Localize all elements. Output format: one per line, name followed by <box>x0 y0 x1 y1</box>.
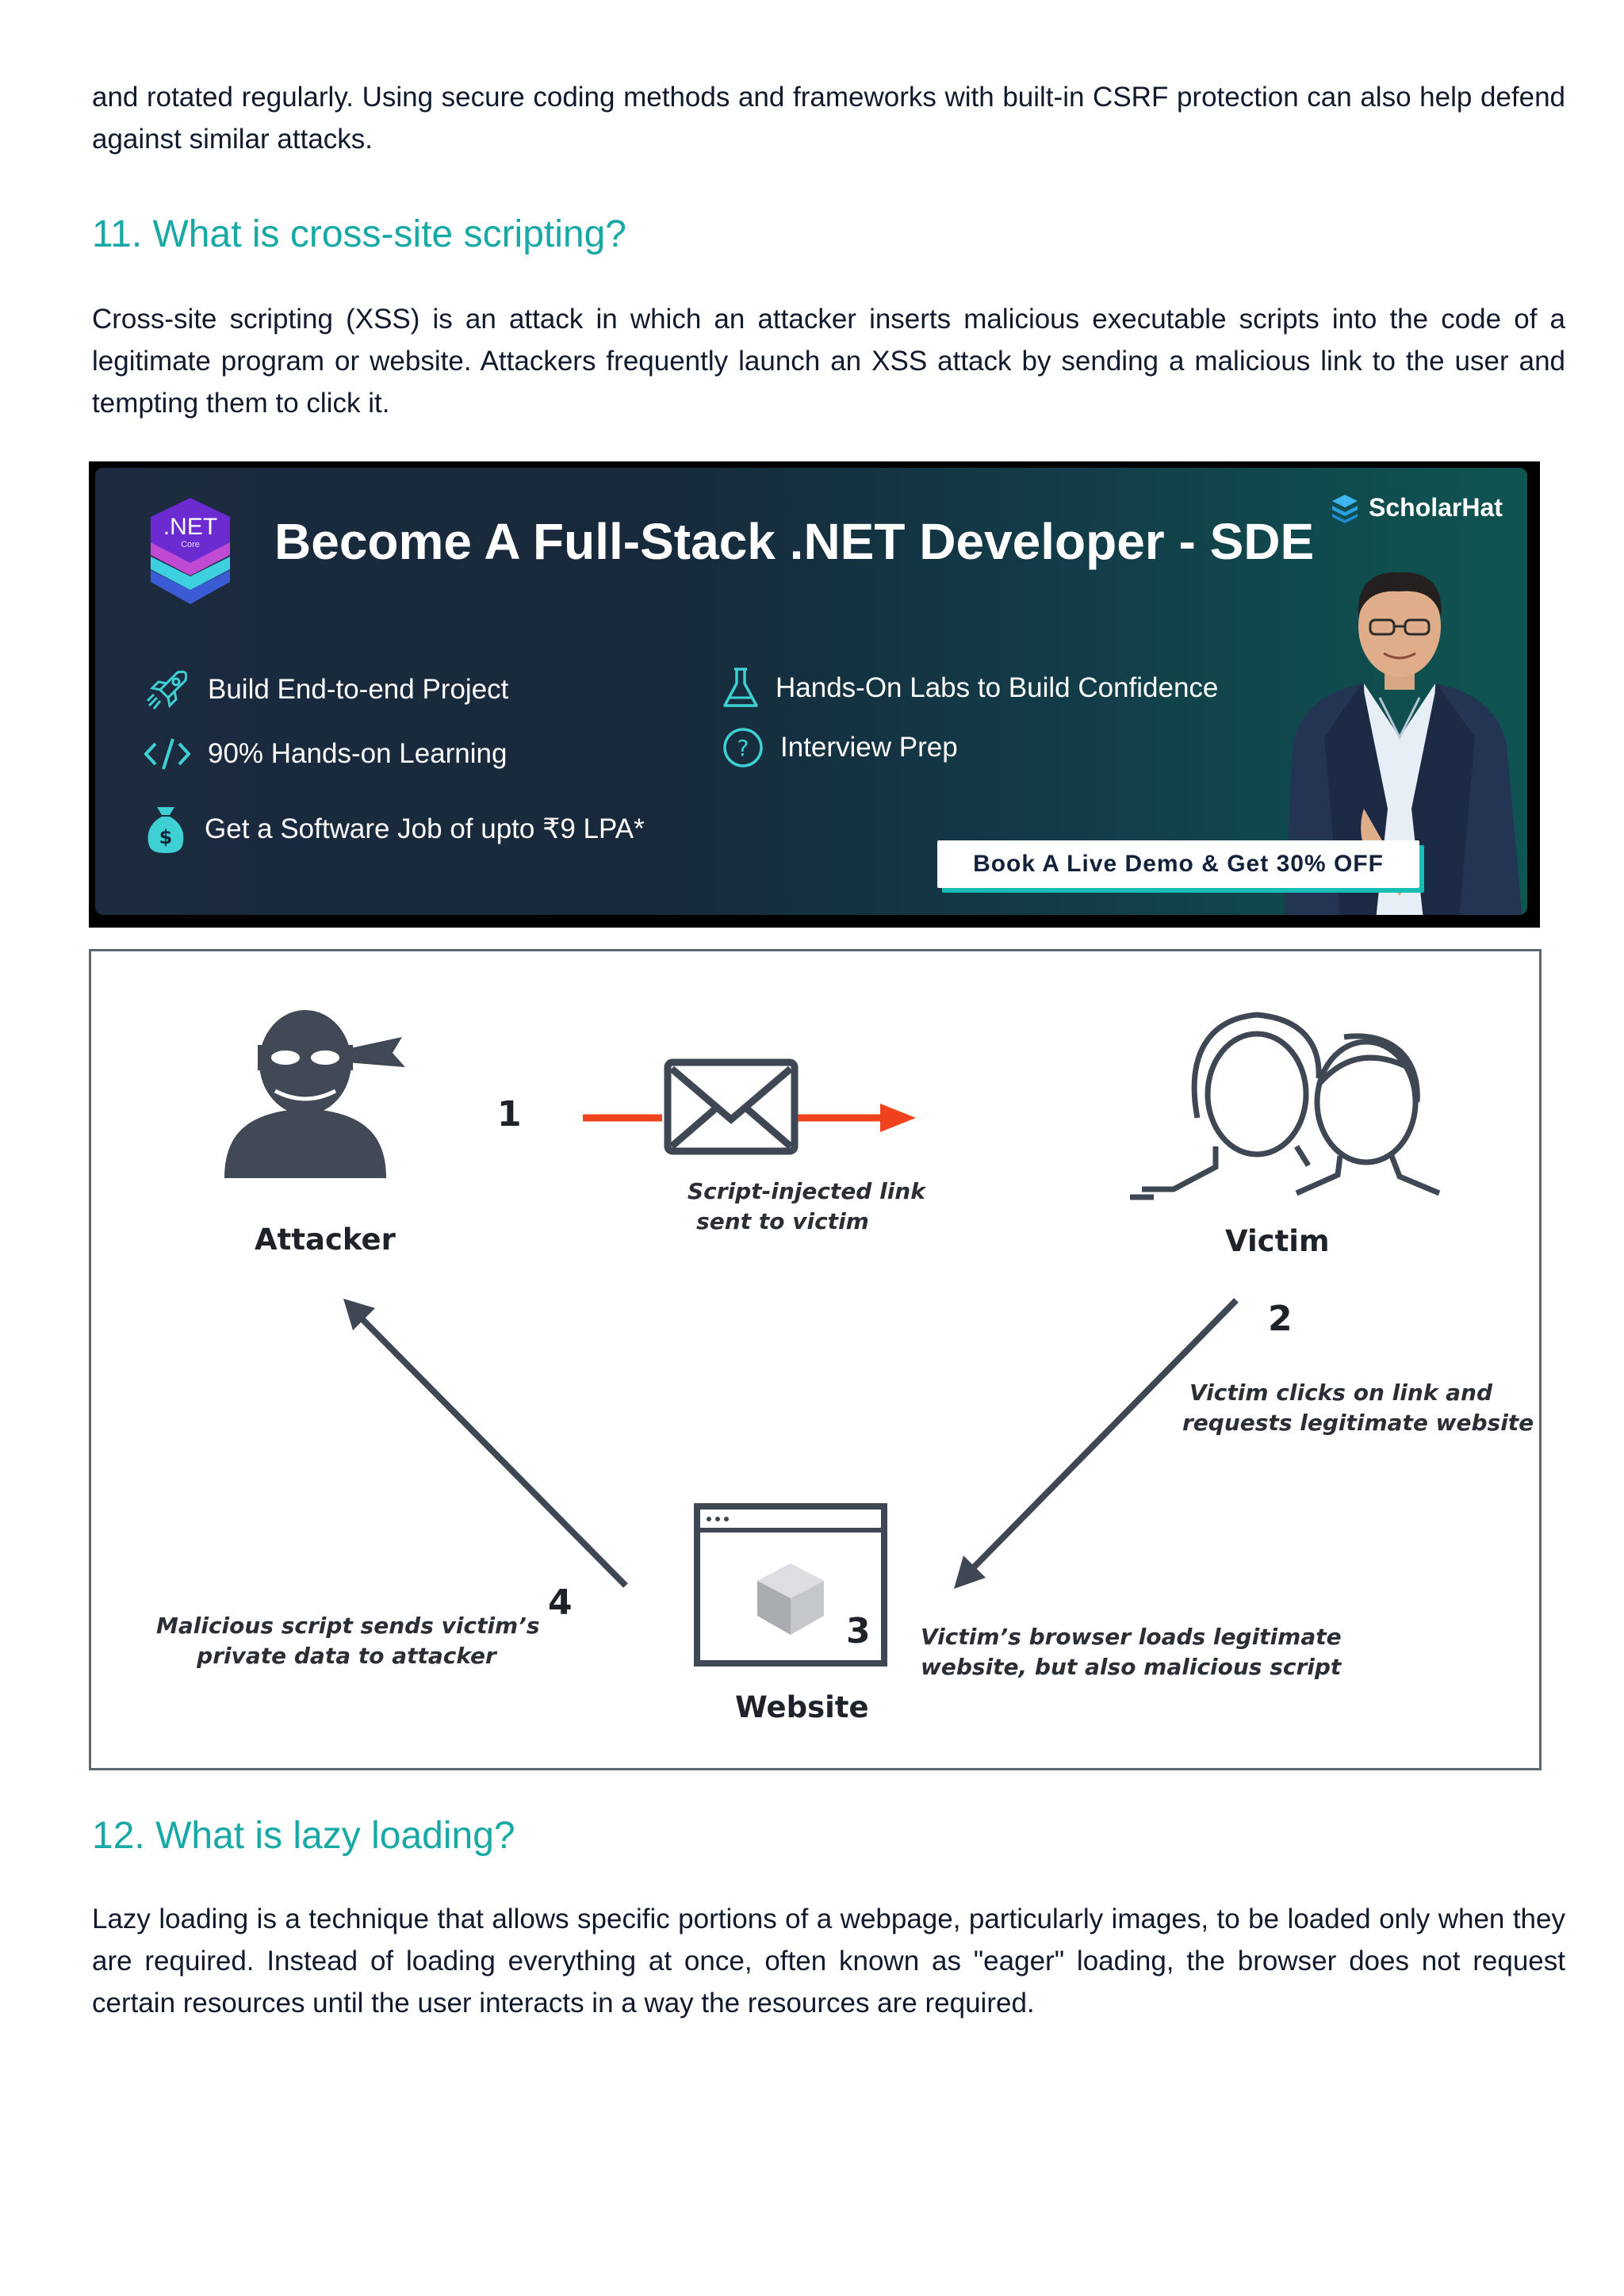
section-12-body: Lazy loading is a technique that allows … <box>92 1898 1565 2024</box>
feature-build-project: Build End-to-end Project <box>144 666 508 714</box>
feature-software-job: $ Get a Software Job of upto ₹9 LPA* <box>143 804 645 855</box>
scholarhat-logo-icon <box>1329 492 1361 523</box>
dotnet-logo-text: .NET <box>163 514 217 540</box>
question-icon: ? <box>722 726 764 769</box>
step-3-caption: Victim’s browser loads legitimate websit… <box>921 1622 1333 1682</box>
scholarhat-brand[interactable]: ScholarHat <box>1329 492 1503 523</box>
rocket-icon <box>144 666 192 714</box>
caption-line: requests legitimate website <box>1182 1408 1500 1438</box>
feature-labs: Hands-On Labs to Build Confidence <box>722 666 1218 710</box>
caption-line: sent to victim <box>688 1207 878 1237</box>
caption-line: Script-injected link <box>688 1177 878 1207</box>
step-2-number: 2 <box>1268 1299 1293 1339</box>
step-3-number: 3 <box>846 1611 871 1651</box>
attacker-icon <box>224 1010 405 1178</box>
step-2-caption: Victim clicks on link and requests legit… <box>1182 1378 1500 1438</box>
caption-line: Malicious script sends victim’s <box>156 1611 537 1641</box>
step-4-arrow <box>343 1299 626 1586</box>
xss-diagram: Attacker Victim Website 1 2 3 4 Script-i… <box>89 949 1542 1770</box>
book-demo-button[interactable]: Book A Live Demo & Get 30% OFF <box>937 840 1419 888</box>
attacker-label: Attacker <box>255 1223 396 1257</box>
brand-name: ScholarHat <box>1369 493 1503 522</box>
section-11-heading: 11. What is cross-site scripting? <box>92 211 626 258</box>
victim-label: Victim <box>1225 1224 1330 1258</box>
money-bag-icon: $ <box>143 804 189 855</box>
svg-text:$: $ <box>159 826 173 848</box>
step-1-caption: Script-injected link sent to victim <box>688 1177 878 1237</box>
promo-banner-inner: .NET Core Become A Full-Stack .NET Devel… <box>95 468 1527 915</box>
dotnet-logo: .NET Core <box>143 495 238 614</box>
feature-label: Hands-On Labs to Build Confidence <box>776 672 1218 704</box>
code-icon <box>143 734 192 774</box>
feature-label: Interview Prep <box>780 732 958 763</box>
caption-line: private data to attacker <box>156 1641 537 1671</box>
banner-title: Become A Full-Stack .NET Developer - SDE <box>274 512 1314 571</box>
section-11-body: Cross-site scripting (XSS) is an attack … <box>92 298 1565 424</box>
feature-label: 90% Hands-on Learning <box>208 738 507 770</box>
section-12-heading: 12. What is lazy loading? <box>92 1812 515 1860</box>
feature-label: Build End-to-end Project <box>208 674 508 706</box>
caption-line: website, but also malicious script <box>921 1652 1333 1682</box>
flask-icon <box>722 666 760 710</box>
step-4-number: 4 <box>548 1582 573 1623</box>
victim-icon <box>1130 1015 1439 1197</box>
promo-banner[interactable]: .NET Core Become A Full-Stack .NET Devel… <box>89 461 1540 928</box>
envelope-icon <box>668 1062 795 1151</box>
intro-paragraph: and rotated regularly. Using secure codi… <box>92 76 1565 160</box>
caption-line: Victim’s browser loads legitimate <box>921 1622 1333 1652</box>
feature-hands-on: 90% Hands-on Learning <box>143 734 507 774</box>
step-4-caption: Malicious script sends victim’s private … <box>156 1611 537 1671</box>
step-2-arrow <box>954 1300 1236 1589</box>
feature-interview-prep: ? Interview Prep <box>722 726 958 769</box>
dotnet-logo-subtext: Core <box>181 540 200 549</box>
feature-label: Get a Software Job of upto ₹9 LPA* <box>205 813 645 845</box>
website-label: Website <box>735 1690 869 1724</box>
step-1-number: 1 <box>497 1094 522 1135</box>
svg-text:?: ? <box>737 735 749 761</box>
caption-line: Victim clicks on link and <box>1182 1378 1500 1408</box>
